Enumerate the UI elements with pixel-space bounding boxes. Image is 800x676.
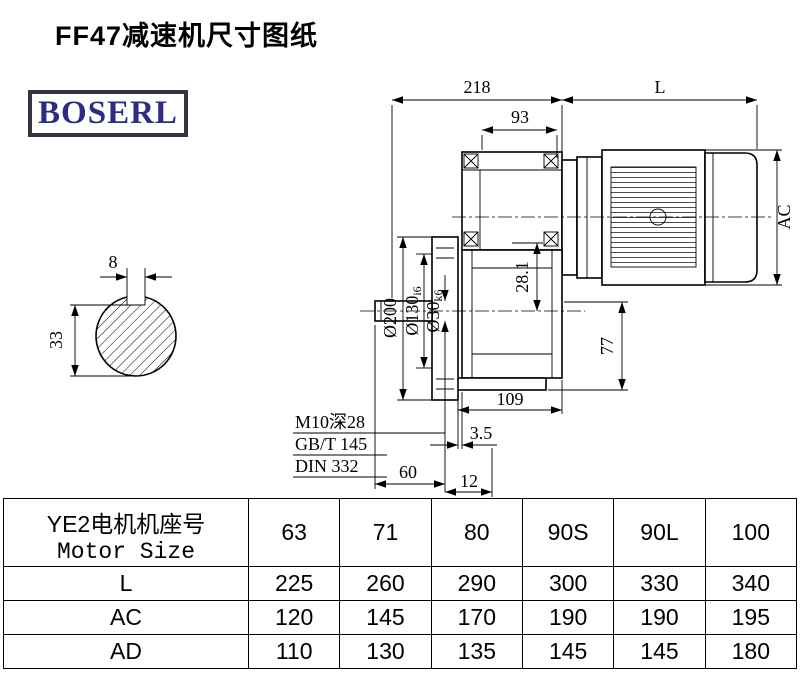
table-row-AC: AC 120 145 170 190 190 195 [3, 600, 798, 635]
gearbox-motor-outline [374, 149, 758, 401]
row-label-AC: AC [3, 600, 249, 635]
col-header-90S: 90S [521, 498, 615, 567]
thread-notes: M10深28 GB/T 145 DIN 332 [295, 412, 367, 476]
cell-L-100: 340 [704, 566, 798, 601]
boserl-logo: BOSERL [28, 90, 188, 137]
centerlines [360, 216, 772, 312]
dim-60-label: 60 [399, 462, 417, 482]
cell-AC-90S: 190 [521, 600, 615, 635]
note-gbt-145: GB/T 145 [295, 434, 367, 454]
table-header-motor-size: YE2电机机座号 Motor Size [3, 498, 249, 567]
fan-cowl [704, 152, 758, 283]
cell-AD-100: 180 [704, 634, 798, 669]
note-m10-depth: M10深28 [295, 412, 365, 432]
motor-size-table: YE2电机机座号 Motor Size 63 71 80 90S 90L 100… [3, 498, 798, 669]
cell-AC-63: 120 [247, 600, 341, 635]
dim-12-label: 12 [460, 471, 478, 491]
dim-d30-value: Ø30 [423, 302, 443, 333]
bearing-cap-marks [463, 153, 559, 247]
dim-77-label: 77 [597, 337, 617, 355]
col-header-90L: 90L [613, 498, 706, 567]
table-header-row: YE2电机机座号 Motor Size 63 71 80 90S 90L 100 [3, 498, 798, 567]
dim-93-label: 93 [511, 107, 529, 127]
dim-109-label: 109 [497, 389, 524, 409]
dim-AC-label: AC [774, 204, 794, 229]
shaft-cross-section [70, 268, 177, 377]
row-label-L: L [3, 566, 249, 601]
row-label-AD: AD [3, 634, 249, 669]
dimension-lines [293, 96, 782, 497]
table-row-L: L 225 260 290 300 330 340 [3, 566, 798, 601]
cell-L-63: 225 [247, 566, 341, 601]
cell-AC-80: 170 [430, 600, 523, 635]
cell-AD-63: 110 [247, 634, 341, 669]
cell-L-80: 290 [430, 566, 523, 601]
dim-d30-tolerance: k6 [431, 290, 445, 302]
header-en: Motor Size [56, 538, 196, 565]
col-header-80: 80 [430, 498, 523, 567]
table-row-AD: AD 110 130 135 145 145 180 [3, 634, 798, 669]
dim-33-label: 33 [46, 331, 66, 349]
dim-218-label: 218 [464, 77, 491, 97]
cell-L-90S: 300 [521, 566, 615, 601]
page-title: FF47减速机尺寸图纸 [55, 21, 319, 51]
col-header-71: 71 [339, 498, 432, 567]
cell-AC-90L: 190 [613, 600, 706, 635]
cell-AC-100: 195 [704, 600, 798, 635]
cell-AD-80: 135 [430, 634, 523, 669]
note-din-332: DIN 332 [295, 456, 359, 476]
col-header-63: 63 [247, 498, 341, 567]
dim-8-label: 8 [109, 252, 118, 272]
dim-d130-label: Ø130i6 [402, 286, 424, 335]
dim-28-1-label: 28.1 [512, 261, 532, 293]
dim-d30-label: Ø30k6 [423, 290, 445, 333]
cell-AD-90L: 145 [613, 634, 706, 669]
cell-AD-71: 130 [339, 634, 432, 669]
cell-L-71: 260 [339, 566, 432, 601]
dimension-labels: 218 L 93 AC 77 109 3.5 60 12 Ø200 Ø130i6… [46, 77, 794, 491]
dim-3-5-label: 3.5 [470, 423, 493, 443]
dim-d200-label: Ø200 [380, 298, 400, 338]
col-header-100: 100 [704, 498, 798, 567]
cell-AD-90S: 145 [521, 634, 615, 669]
cell-AC-71: 145 [339, 600, 432, 635]
dim-L-label: L [655, 77, 666, 97]
dim-d130-tolerance: i6 [410, 286, 424, 295]
dim-d130-value: Ø130 [402, 296, 422, 336]
header-cn: YE2电机机座号 [46, 510, 206, 537]
cell-L-90L: 330 [613, 566, 706, 601]
